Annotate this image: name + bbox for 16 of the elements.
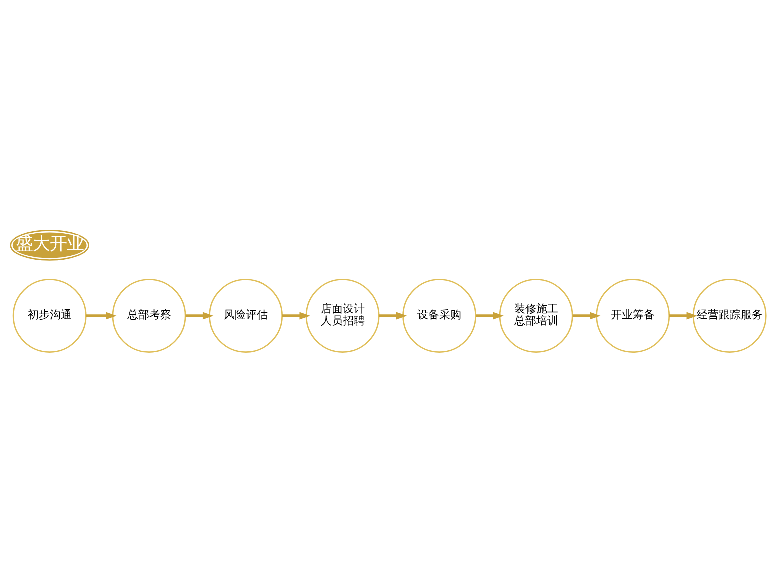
arrow [86,312,117,320]
arrow [282,312,311,320]
arrow [186,312,214,320]
node-circle: 经营跟踪服务 [692,279,767,353]
node-circle: 初步沟通 [12,279,87,353]
node-circle: 设备采购 [402,279,477,353]
node-ellipse: 盛大开业 [10,230,90,261]
node-circle: 总部考察 [112,279,186,353]
arrow [670,312,698,320]
node-circle: 开业筹备 [596,279,670,353]
node-circle: 风险评估 [209,279,283,353]
node-circle: 装修施工 总部培训 [499,279,574,353]
node-circle: 店面设计 人员招聘 [306,279,380,353]
arrow [476,312,504,320]
arrow [379,312,408,320]
arrow [572,312,601,320]
